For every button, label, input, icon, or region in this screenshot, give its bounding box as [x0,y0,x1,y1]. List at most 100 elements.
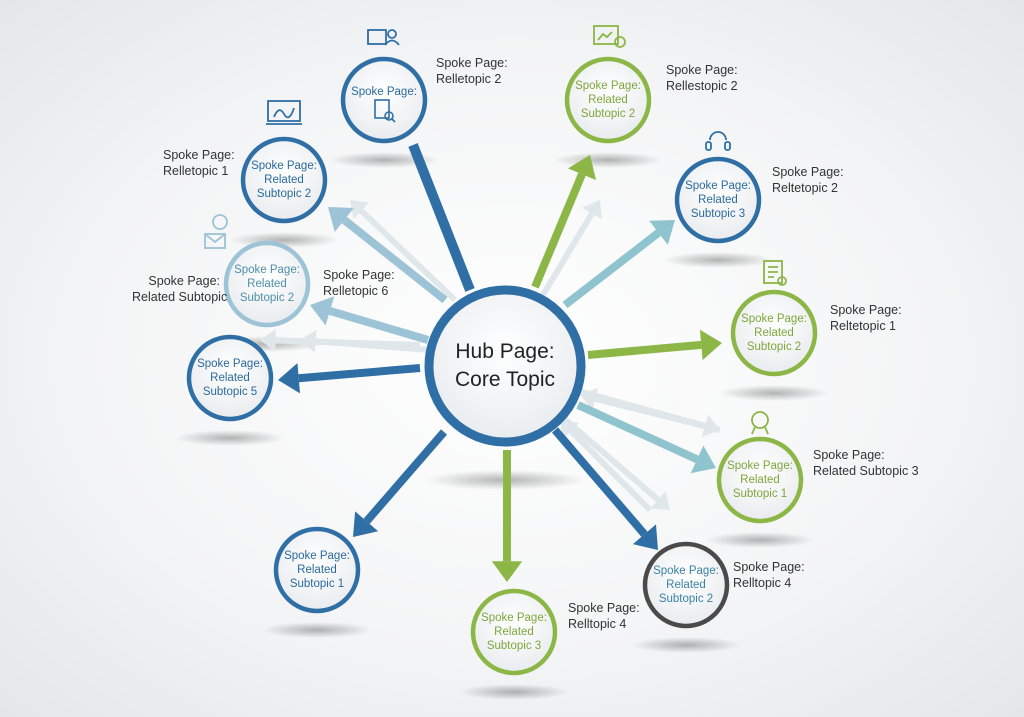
hub-line-1: Hub Page: [455,340,555,363]
arrow-to-spoke-9-head [278,363,301,394]
faint-arrow [558,412,661,503]
spoke-node-line: Related [247,278,287,290]
spoke-node-line: Spoke Page: [234,264,300,276]
spoke-node-line: Related [297,564,337,576]
spoke-node-line: Related [740,474,780,486]
document-magnifier-icon [374,99,396,123]
spoke-circle-6 [642,541,730,629]
faint-arrow-head [580,387,598,410]
label-line: Spoke Page: [323,268,395,282]
seal [777,276,787,286]
chart-line [597,31,613,41]
spoke-node-line: Subtopic 2 [746,341,802,353]
clock [212,214,228,230]
label-line: Related Subtopic 3 [813,464,919,478]
arrow-to-spoke-3-head [649,220,675,245]
spoke-circle-9 [186,334,274,422]
spoke-node-line: Related [666,579,706,591]
arrow-to-spoke-10 [328,307,430,344]
spoke-node-line: Spoke Page: [653,565,719,577]
spoke-node-line: Related [754,327,794,339]
spoke-node-line: Spoke Page: [741,313,807,325]
arrow-to-spoke-11-head [328,207,354,232]
spoke-node-line: Subtopic 1 [732,488,788,500]
label-line: Spoke Page: [733,560,805,574]
label-line: Relltopic 4 [733,576,792,590]
hub-title: Hub Page: Core Topic [435,338,575,394]
node-shadow [262,622,372,638]
label-line: Spoke Page: [163,148,235,162]
spoke-label: Spoke Page:Reltetopic 2 [772,164,844,196]
certificate-icon [763,260,787,286]
spoke-node-text: Spoke Page: [339,85,429,99]
spoke-node-line: Subtopic 2 [256,188,312,200]
arrow-to-spoke-7-head [491,561,523,582]
label-line: Reltetopic 1 [830,319,897,333]
arrow-to-spoke-8 [363,429,448,524]
faint-arrow-head [260,329,276,352]
earcup [724,141,731,151]
arrow-to-spoke-2 [531,172,586,289]
spoke-node-line: Subtopic 1 [289,578,345,590]
label-line: Related Subtopic [132,290,228,304]
monitor [267,100,301,122]
faint-arrow-head [650,491,670,510]
spoke-node-line: Spoke Page: [727,460,793,472]
envelope [204,233,226,249]
award-badge-icon [751,411,769,435]
faint-arrow [594,395,721,433]
spoke-node-line: Spoke Page: [284,550,350,562]
person-head [387,29,397,39]
monitor-chart-icon [266,100,302,125]
spoke-node-line: Related [494,626,534,638]
node-shadow [459,684,569,700]
spoke-circle-11 [240,136,328,224]
node-shadow [663,252,773,268]
mail-clock-icon [204,214,228,249]
spoke-circle-7 [470,588,558,676]
arrow-to-spoke-5 [576,401,699,464]
node-shadow [175,430,285,446]
spoke-node-line: Subtopic 3 [486,640,542,652]
magnifier-handle [391,118,396,123]
arrow-to-spoke-5-head [690,445,716,474]
spoke-node-line: Related [210,372,250,384]
spoke-node-line: Spoke Page: [197,358,263,370]
arrow-to-spoke-6 [551,427,648,537]
arrow-to-spoke-2-head [567,155,597,181]
calendar [593,25,619,45]
arrow-to-spoke-8-head [353,511,379,537]
spoke-node-line: Spoke Page: [251,160,317,172]
label-line: Reltetopic 2 [772,181,839,195]
arrow-to-spoke-9 [298,364,421,383]
label-line: Relletopic 1 [163,164,229,178]
hub-circle [424,285,586,447]
chart-line [273,107,295,119]
spoke-label: Spoke Page: Relletopic 1 [163,147,235,179]
label-line: Spoke Page: [148,274,220,288]
arrow-to-spoke-11 [341,216,448,304]
spoke-node-line: Related [264,174,304,186]
arrow-to-spoke-1 [408,143,475,292]
arrow-to-spoke-6-head [632,524,658,550]
spoke-circle-3 [674,156,762,244]
hub-line-2: Core Topic [455,368,555,391]
faint-arrow-head [350,200,370,220]
label-line: Relltopic 4 [568,617,627,631]
faint-arrow-head [560,420,580,440]
label-line: Spoke Page: [813,448,885,462]
label-line: Relletopic 6 [323,284,389,298]
clock [614,36,626,48]
document-magnifier-icon [367,29,400,46]
node-shadow [329,152,439,168]
arrow-to-spoke-10-head [310,296,335,326]
